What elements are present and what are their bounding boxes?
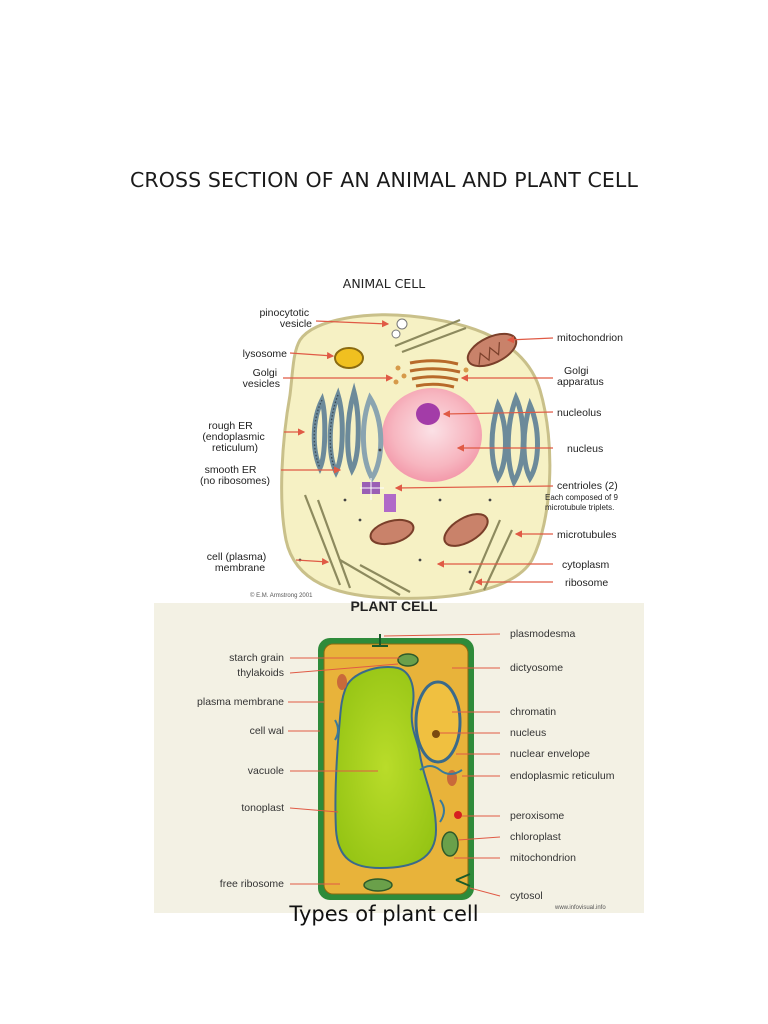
- label-nucleolus: nucleolus: [557, 407, 601, 419]
- label-plant-nucleus: nucleus: [510, 727, 546, 739]
- golgi-vesicles-organelle: [393, 365, 469, 385]
- label-peroxisome: peroxisome: [510, 810, 564, 822]
- label-chromatin: chromatin: [510, 706, 556, 718]
- pinocytotic-vesicle-organelle: [396, 318, 408, 330]
- plant-chloroplast: [363, 653, 459, 892]
- label-dictyosome: dictyosome: [510, 662, 563, 674]
- animal-nucleus: [382, 388, 482, 482]
- label-cytoplasm: cytoplasm: [562, 559, 610, 571]
- label-chloroplast: chloroplast: [510, 831, 561, 843]
- label-vacuole: vacuole: [248, 765, 284, 777]
- animal-nucleolus: [416, 403, 440, 425]
- animal-left-pointers: [281, 320, 394, 566]
- label-mitochondrion: mitochondrion: [557, 332, 623, 344]
- label-golgi-apparatus: Golgi apparatus: [557, 365, 604, 388]
- plant-nucleus: [414, 680, 462, 764]
- microtubules-organelle: [303, 318, 513, 596]
- label-thylakoids: thylakoids: [237, 667, 284, 679]
- plant-endoplasmic-reticulum: [334, 719, 463, 823]
- smooth-er-organelle: [361, 392, 384, 483]
- lysosome-organelle: [334, 347, 364, 369]
- centrioles-organelle: [360, 478, 396, 512]
- label-golgi-vesicles: Golgi vesicles: [243, 367, 280, 390]
- label-endoplasmic-reticulum: endoplasmic reticulum: [510, 770, 615, 782]
- plant-left-pointers: [288, 657, 400, 885]
- label-nucleus: nucleus: [567, 443, 603, 455]
- ribosome-organelle: [298, 448, 492, 574]
- label-lysosome: lysosome: [243, 348, 288, 360]
- animal-cell-caption: ANIMAL CELL: [342, 276, 426, 291]
- label-centrioles-note: Each composed of 9 microtubule triplets.: [545, 493, 620, 512]
- label-smooth-er: smooth ER (no ribosomes): [200, 464, 270, 487]
- label-pinocytotic-vesicle: pinocytotic vesicle: [259, 307, 312, 330]
- label-plasma-membrane: plasma membrane: [197, 696, 284, 708]
- footer-caption: Types of plant cell: [289, 902, 479, 926]
- plant-right-pointers: [383, 633, 501, 897]
- plant-peroxisome: [454, 811, 462, 819]
- label-starch-grain: starch grain: [229, 652, 284, 664]
- label-rough-er: rough ER (endoplasmic reticulum): [202, 420, 267, 454]
- page-title: CROSS SECTION OF AN ANIMAL AND PLANT CEL…: [130, 168, 638, 192]
- plant-plasmodesma: [372, 634, 388, 647]
- label-nuclear-envelope: nuclear envelope: [510, 748, 590, 760]
- label-free-ribosome: free ribosome: [220, 878, 284, 890]
- label-plasmodesma: plasmodesma: [510, 628, 576, 640]
- label-ribosome: ribosome: [565, 577, 608, 589]
- label-centrioles: centrioles (2): [557, 480, 618, 492]
- plant-watermark: www.infovisual.info: [554, 905, 606, 911]
- animal-mitochondrion: [369, 332, 518, 547]
- label-plant-mitochondrion: mitochondrion: [510, 852, 576, 864]
- label-microtubules: microtubules: [557, 529, 617, 541]
- plant-cell-diagram: PLANT CELL: [154, 598, 644, 913]
- animal-copyright: © E.M. Armstrong 2001: [250, 592, 313, 599]
- golgi-apparatus-organelle: [409, 359, 461, 389]
- animal-cell-diagram: pinocytotic vesicle lysosome Golgi vesic…: [200, 307, 623, 600]
- plant-chromatin: [432, 730, 440, 738]
- label-cell-plasma-membrane: cell (plasma) membrane: [207, 551, 269, 574]
- animal-right-pointers: [394, 336, 554, 586]
- plant-cell-title: PLANT CELL: [350, 598, 438, 614]
- plant-vacuole: [334, 666, 438, 870]
- label-cell-wall: cell wal: [250, 725, 284, 737]
- label-tonoplast: tonoplast: [241, 802, 284, 814]
- label-cytosol: cytosol: [510, 890, 543, 902]
